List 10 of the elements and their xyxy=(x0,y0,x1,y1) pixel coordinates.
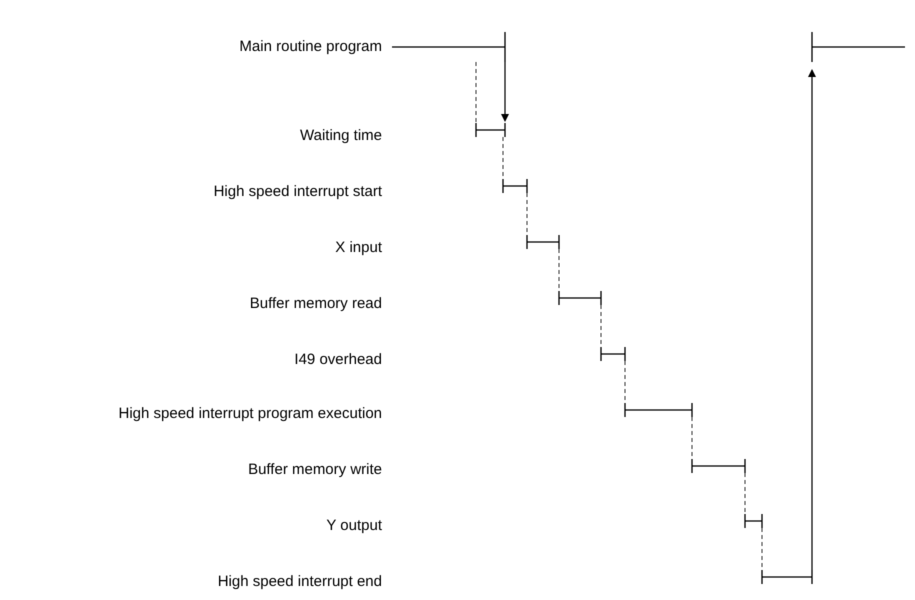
row-label: Y output xyxy=(326,517,382,535)
row-label: Buffer memory write xyxy=(248,461,382,479)
row-label: Main routine program xyxy=(239,38,382,56)
row-label: High speed interrupt start xyxy=(214,183,382,201)
row-label: High speed interrupt program execution xyxy=(118,405,382,423)
row-label: X input xyxy=(335,239,382,257)
row-label: Waiting time xyxy=(300,127,382,145)
row-label: High speed interrupt end xyxy=(218,573,382,591)
row-label: I49 overhead xyxy=(294,351,382,369)
row-label: Buffer memory read xyxy=(250,295,382,313)
